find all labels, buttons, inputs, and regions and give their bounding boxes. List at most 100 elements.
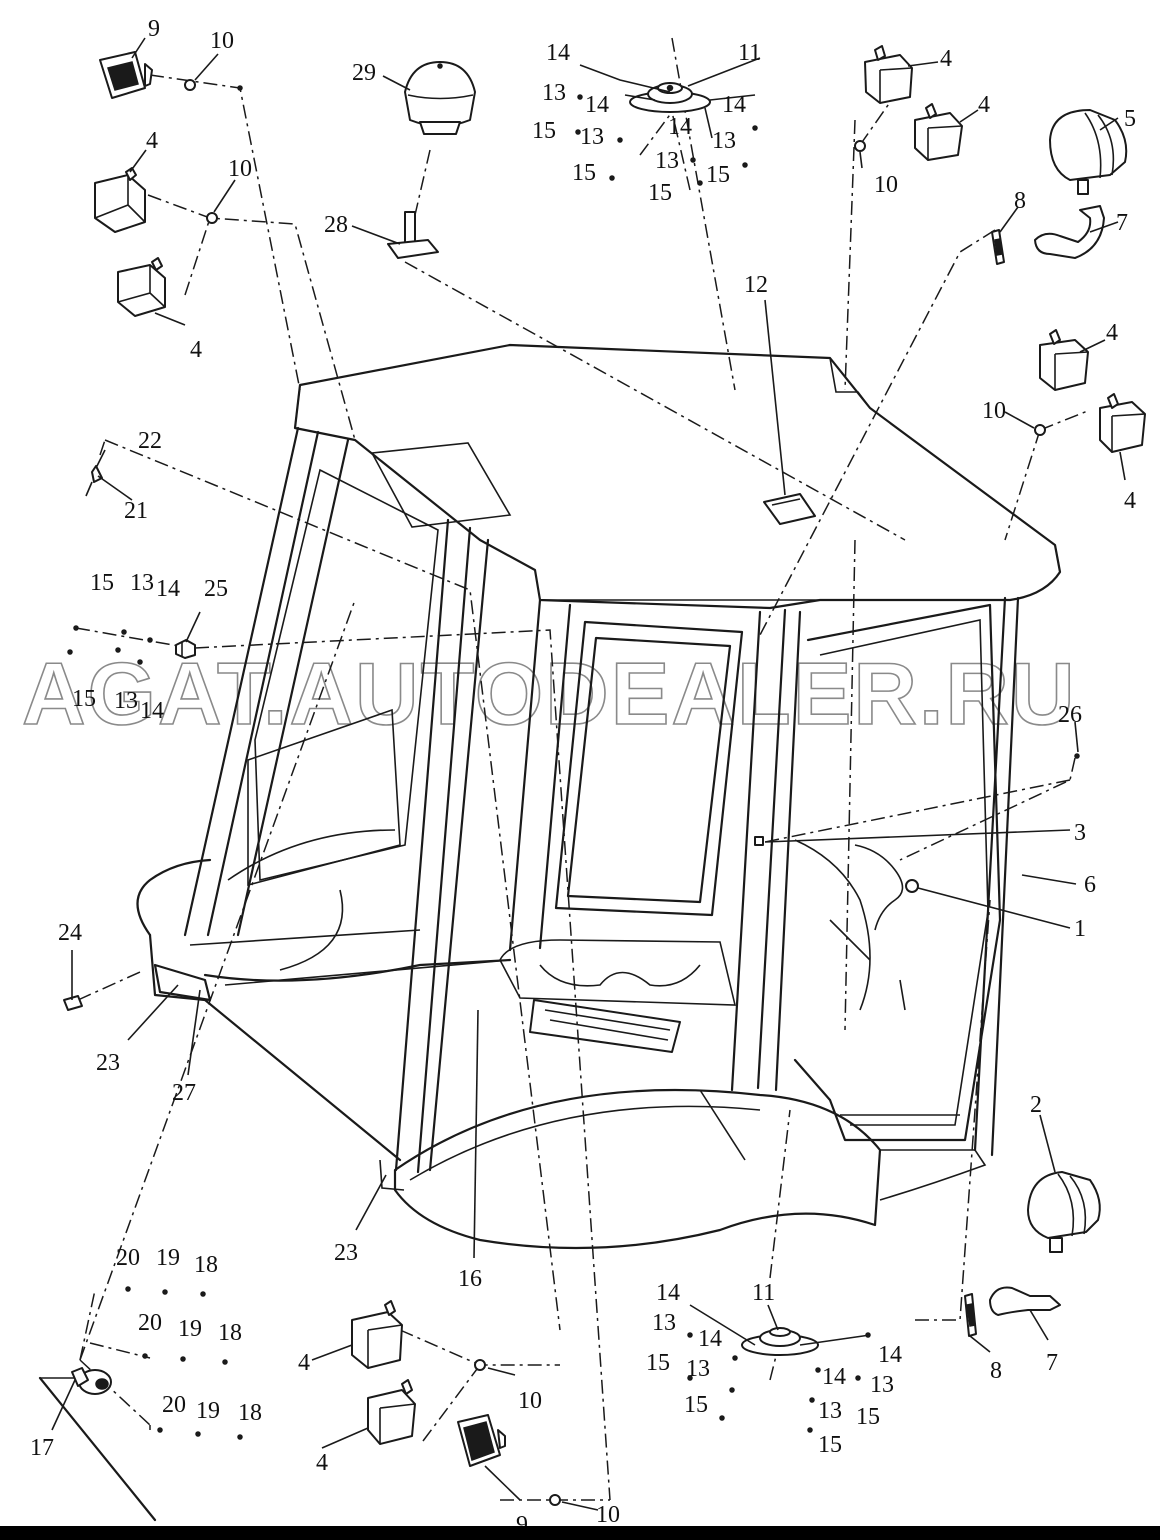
label-15: 15 <box>532 118 556 144</box>
label-20: 20 <box>138 1310 162 1336</box>
label-1: 1 <box>1074 916 1086 942</box>
label-18: 18 <box>218 1320 242 1346</box>
bottom-border <box>0 1526 1160 1540</box>
label-leaders <box>51 37 1126 1511</box>
label-12: 12 <box>744 272 768 298</box>
label-21: 21 <box>124 498 148 524</box>
label-10: 10 <box>874 172 898 198</box>
label-13: 13 <box>870 1372 894 1398</box>
label-4: 4 <box>146 128 158 154</box>
label-29: 29 <box>352 60 376 86</box>
label-13: 13 <box>542 80 566 106</box>
beacon-bracket-28 <box>387 211 439 259</box>
label-2: 2 <box>1030 1092 1042 1118</box>
label-20: 20 <box>116 1245 140 1271</box>
label-10: 10 <box>228 156 252 182</box>
small-fasteners <box>237 85 1080 893</box>
label-8: 8 <box>1014 188 1026 214</box>
label-13: 13 <box>652 1310 676 1336</box>
label-16: 16 <box>458 1266 482 1292</box>
label-14: 14 <box>822 1364 846 1390</box>
headlight-2 <box>1027 1171 1101 1253</box>
label-18: 18 <box>238 1400 262 1426</box>
label-4: 4 <box>298 1350 310 1376</box>
label-23: 23 <box>96 1050 120 1076</box>
label-15: 15 <box>90 570 114 596</box>
label-15: 15 <box>684 1392 708 1418</box>
exploded-leaders <box>75 37 1091 1501</box>
label-14: 14 <box>722 92 746 118</box>
label-15: 15 <box>648 180 672 206</box>
label-10: 10 <box>982 398 1006 424</box>
label-4: 4 <box>1124 488 1136 514</box>
label-18: 18 <box>194 1252 218 1278</box>
label-22: 22 <box>138 428 162 454</box>
label-19: 19 <box>196 1398 220 1424</box>
label-7: 7 <box>1116 210 1128 236</box>
label-15: 15 <box>856 1404 880 1430</box>
label-14: 14 <box>656 1280 680 1306</box>
label-13: 13 <box>130 570 154 596</box>
label-15: 15 <box>72 686 96 712</box>
label-15: 15 <box>818 1432 842 1458</box>
label-10: 10 <box>210 28 234 54</box>
label-13: 13 <box>818 1398 842 1424</box>
label-14: 14 <box>698 1326 722 1352</box>
wiper-motor-17 <box>38 1367 157 1522</box>
label-24: 24 <box>58 920 82 946</box>
label-20: 20 <box>162 1392 186 1418</box>
label-11: 11 <box>738 40 761 66</box>
cab-body <box>136 343 1062 1250</box>
label-14: 14 <box>585 92 609 118</box>
label-15: 15 <box>572 160 596 186</box>
beacon-29 <box>404 61 476 135</box>
gasket-8-top <box>991 229 1005 265</box>
gasket-8-bottom <box>964 1293 977 1337</box>
plug-25 <box>175 639 196 659</box>
label-19: 19 <box>156 1245 180 1271</box>
label-28: 28 <box>324 212 348 238</box>
headlight-5 <box>1049 109 1128 195</box>
label-27: 27 <box>172 1080 196 1106</box>
label-6: 6 <box>1084 872 1096 898</box>
work-light-9-top <box>99 51 153 99</box>
bracket-7-top <box>1034 205 1105 259</box>
label-14: 14 <box>140 698 164 724</box>
label-7: 7 <box>1046 1350 1058 1376</box>
label-9: 9 <box>148 16 160 42</box>
nut-10 <box>184 79 1046 1506</box>
label-5: 5 <box>1124 106 1136 132</box>
dome-11-bottom <box>741 1327 819 1356</box>
watermark: AGAT.AUTODEALER.RU <box>22 644 1077 743</box>
label-26: 26 <box>1058 702 1082 728</box>
clip-21 <box>85 465 103 497</box>
label-15: 15 <box>646 1350 670 1376</box>
label-15: 15 <box>706 162 730 188</box>
label-13: 13 <box>686 1356 710 1382</box>
label-4: 4 <box>978 92 990 118</box>
label-10: 10 <box>518 1388 542 1414</box>
label-14: 14 <box>668 114 692 140</box>
work-light-9-bottom <box>457 1414 506 1467</box>
label-25: 25 <box>204 576 228 602</box>
label-13: 13 <box>655 148 679 174</box>
label-13: 13 <box>114 688 138 714</box>
bracket-7-bottom <box>989 1286 1061 1316</box>
label-4: 4 <box>1106 320 1118 346</box>
label-14: 14 <box>156 576 180 602</box>
lamp-4 <box>94 45 1146 1445</box>
label-10: 10 <box>596 1502 620 1528</box>
label-3: 3 <box>1074 820 1086 846</box>
label-23: 23 <box>334 1240 358 1266</box>
label-8: 8 <box>990 1358 1002 1384</box>
label-4: 4 <box>190 337 202 363</box>
part-number-labels: 9 10 29 4 10 28 4 12 11 4 4 5 10 8 7 4 1… <box>30 16 1136 1538</box>
label-19: 19 <box>178 1316 202 1342</box>
label-4: 4 <box>940 46 952 72</box>
grommet-24 <box>63 995 83 1011</box>
label-11: 11 <box>752 1280 775 1306</box>
label-13: 13 <box>712 128 736 154</box>
label-17: 17 <box>30 1435 54 1461</box>
label-14: 14 <box>546 40 570 66</box>
